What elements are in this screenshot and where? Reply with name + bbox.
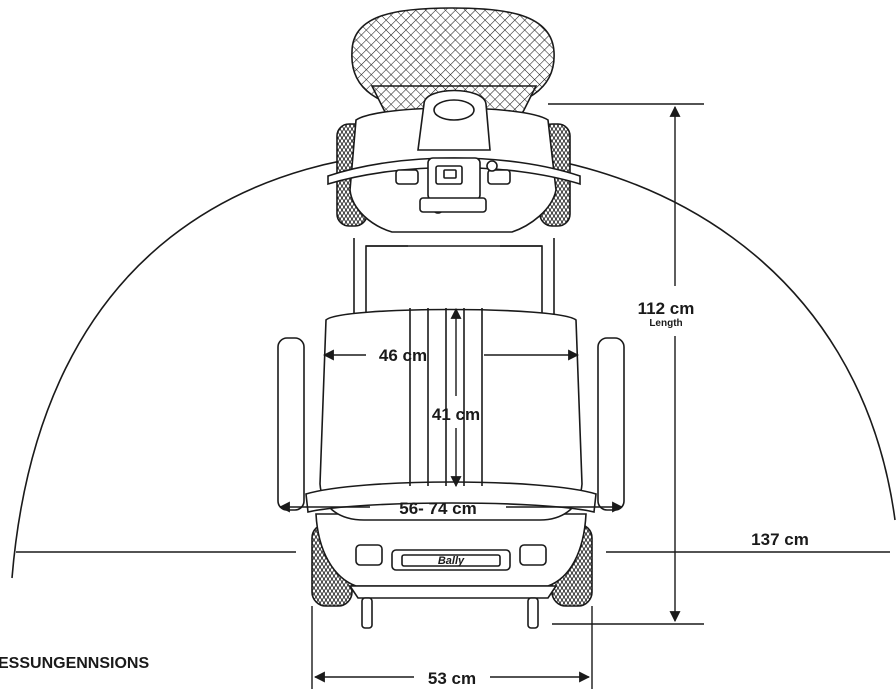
tiller-cap [433,99,475,121]
turning-radius-value: 137 cm [751,530,809,549]
brand-badge: Bally [438,555,465,567]
front-light-left [355,544,383,566]
armrest-right [597,337,625,511]
overall-width-value: 53 cm [428,669,476,688]
front-light-right [519,544,547,566]
handlebar [327,157,581,186]
left-grip [395,169,419,185]
console-light [486,160,498,172]
overall-width-dimension [311,606,593,689]
seat-front-roll [305,481,597,513]
logo-plate-inner [401,554,501,567]
frame-rail-right [500,238,555,317]
anti-tip-wheel-left [361,597,373,629]
armrest-width-value: 56- 74 cm [399,499,477,518]
seat-width-value: 46 cm [379,346,427,365]
anti-tip-wheel-right [527,597,539,629]
console-foot [419,197,487,213]
console-switch [443,169,457,179]
seat-depth-value: 41 cm [432,405,480,424]
section-title: ESSUNGENNSIONS [0,655,149,672]
frame-rail-left [353,238,408,317]
length-dimension [548,103,704,625]
armrest-left [277,337,305,511]
bumper-bar [348,585,558,599]
length-value: 112 cm [638,299,695,318]
scooter-body [277,7,625,629]
right-grip [487,169,511,185]
length-caption: Length [649,318,682,329]
